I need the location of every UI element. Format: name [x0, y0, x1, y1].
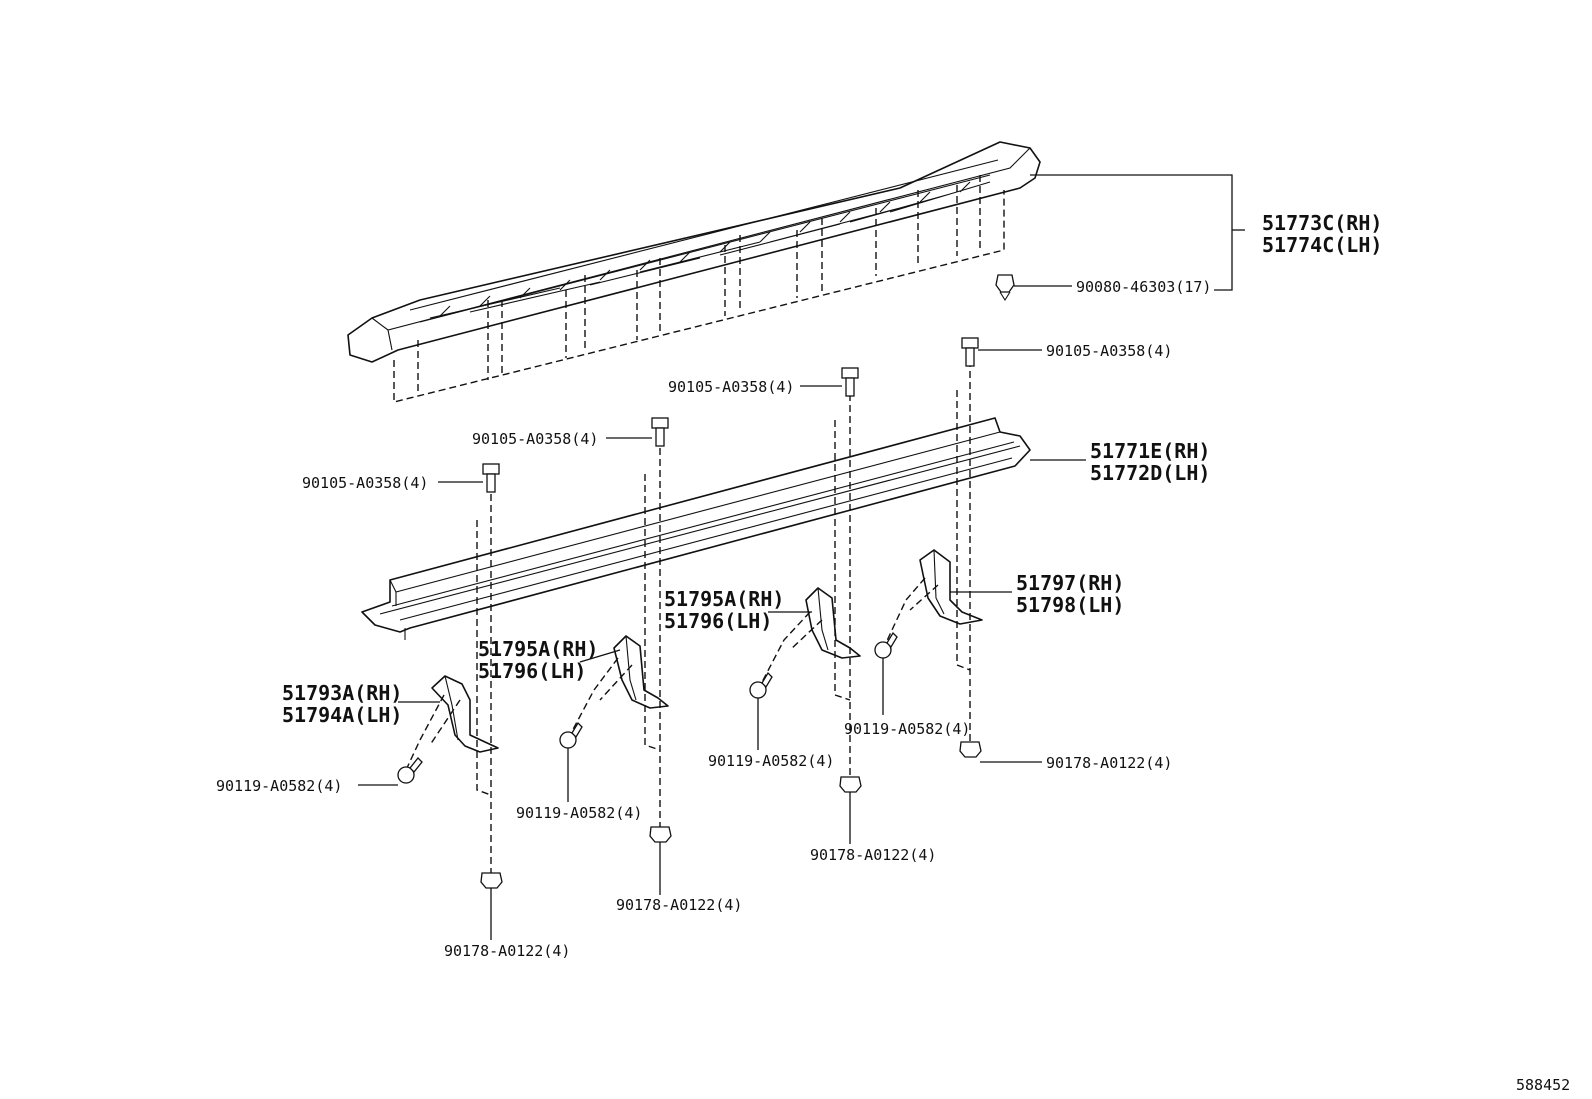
- bolt-top-icons: [482, 337, 979, 493]
- leader-lines: [358, 174, 1245, 940]
- label-bracket-mid1-lh: 51796(LH): [478, 659, 586, 683]
- label-bracket-mid1-rh: 51795A(RH): [478, 637, 598, 661]
- part-labels: 51773C(RH) 51774C(LH) 90080-46303(17) 51…: [282, 211, 1382, 727]
- step-assy-drawing: [361, 417, 1031, 640]
- label-step-cover-rh: 51773C(RH): [1262, 211, 1382, 235]
- label-bolt-top-1: 90105-A0358(4): [302, 474, 428, 492]
- vertical-dashed-guides: [476, 360, 971, 880]
- label-bolt-top-4: 90105-A0358(4): [1046, 342, 1172, 360]
- bracket-front-drawing: [431, 675, 499, 753]
- label-clip: 90080-46303(17): [1076, 278, 1211, 296]
- label-bracket-mid2-lh: 51796(LH): [664, 609, 772, 633]
- label-bolt-side-1: 90119-A0582(4): [216, 777, 342, 795]
- label-step-assy-rh: 51771E(RH): [1090, 439, 1210, 463]
- bracket-dashed-guides: [405, 577, 939, 771]
- label-nut-3: 90178-A0122(4): [810, 846, 936, 864]
- label-bolt-top-2: 90105-A0358(4): [472, 430, 598, 448]
- bracket-rear-drawing: [919, 549, 983, 625]
- bracket-mid2-drawing: [805, 587, 861, 659]
- label-bracket-rear-rh: 51797(RH): [1016, 571, 1124, 595]
- nut-icons: [480, 741, 982, 889]
- cover-dashed-guides: [393, 175, 1005, 403]
- label-bracket-front-rh: 51793A(RH): [282, 681, 402, 705]
- bracket-mid1-drawing: [613, 635, 669, 709]
- label-bracket-rear-lh: 51798(LH): [1016, 593, 1124, 617]
- label-bolt-side-3: 90119-A0582(4): [708, 752, 834, 770]
- label-bracket-mid2-rh: 51795A(RH): [664, 587, 784, 611]
- label-bolt-side-4: 90119-A0582(4): [844, 720, 970, 738]
- label-nut-4: 90178-A0122(4): [1046, 754, 1172, 772]
- label-step-cover-lh: 51774C(LH): [1262, 233, 1382, 257]
- label-bracket-front-lh: 51794A(LH): [282, 703, 402, 727]
- fastener-labels: 90105-A0358(4) 90105-A0358(4) 90105-A035…: [216, 342, 1172, 960]
- label-bolt-top-3: 90105-A0358(4): [668, 378, 794, 396]
- step-cover-drawing: [347, 141, 1041, 363]
- label-nut-1: 90178-A0122(4): [444, 942, 570, 960]
- label-step-assy-lh: 51772D(LH): [1090, 461, 1210, 485]
- clip-icon: [995, 274, 1015, 302]
- label-bolt-side-2: 90119-A0582(4): [516, 804, 642, 822]
- figure-id: 588452: [1516, 1076, 1570, 1094]
- label-nut-2: 90178-A0122(4): [616, 896, 742, 914]
- bolt-side-icons: [397, 631, 898, 784]
